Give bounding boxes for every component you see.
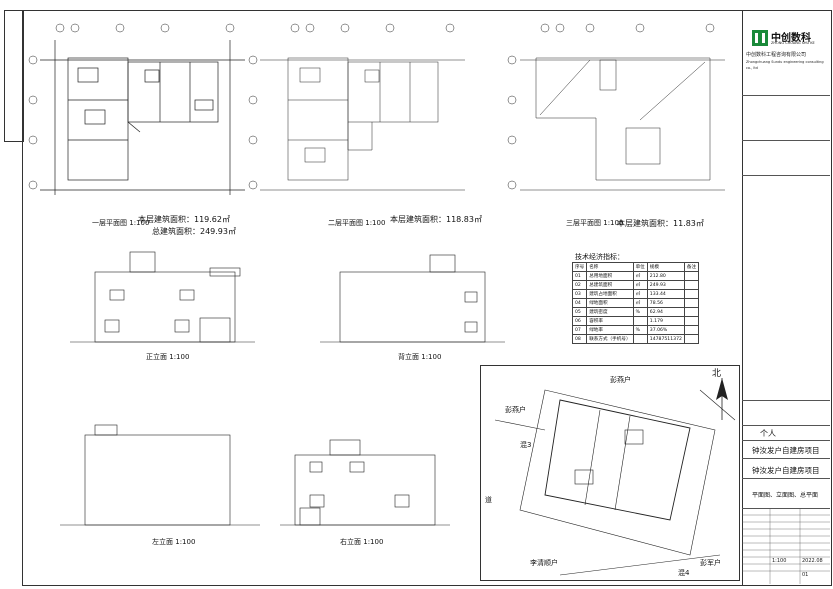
tb-drawing-title: 平面图、立面图、总平面 — [752, 492, 819, 499]
tb-subproject: 钟汝发户自建房项目 — [752, 466, 820, 475]
neighbor-label: 彭燕户 — [610, 376, 631, 384]
site-plan-frame — [480, 365, 740, 581]
elevation-south-caption: 正立面 1:100 — [146, 353, 190, 361]
tb-divider — [742, 400, 830, 401]
logo-subtext: ZHONG CHUANG SHU KE — [771, 41, 815, 45]
neighbor-label: 李清顺户 — [530, 559, 558, 567]
plan-1-caption: 一层平面图 1:100 — [92, 219, 150, 227]
title-block — [742, 10, 832, 586]
area-note-floor2: 本层建筑面积：118.83㎡ — [390, 215, 482, 224]
elevation-north-caption: 背立面 1:100 — [398, 353, 442, 361]
north-arrow-label: 北 — [712, 369, 722, 379]
logo-text: 中创数科 — [771, 33, 811, 44]
tb-scale: 1:100 — [772, 558, 787, 564]
tb-divider — [742, 440, 830, 441]
neighbor-label: 彭燕户 — [505, 406, 526, 414]
area-note-total: 总建筑面积：249.93㎡ — [152, 227, 236, 236]
elevation-west-caption: 右立面 1:100 — [340, 538, 384, 546]
tb-divider — [742, 140, 830, 141]
tb-date: 2022.08 — [802, 558, 823, 564]
elevation-east-caption: 左立面 1:100 — [152, 538, 196, 546]
company-name-en: Zhongchuang Sundu engineering consulting… — [746, 60, 824, 70]
neighbor-label: 混4 — [678, 569, 690, 577]
area-note-floor3: 本层建筑面积：11.83㎡ — [617, 219, 704, 228]
tb-divider — [742, 508, 830, 509]
tb-client: 个人 — [760, 429, 776, 438]
plan-2-caption: 二层平面图 1:100 — [328, 219, 386, 227]
neighbor-label: 道 — [485, 496, 492, 504]
company-logo: 中创数科 ZHONG CHUANG SHU KE — [752, 28, 822, 48]
tb-divider — [742, 478, 830, 479]
tb-divider — [742, 95, 830, 96]
company-name: 中创数科工程咨询有限公司 — [746, 52, 807, 58]
tb-sheet: 01 — [802, 572, 809, 578]
neighbor-label: 混3 — [520, 441, 532, 449]
tb-project: 钟汝发户自建房项目 — [752, 446, 820, 455]
neighbor-label: 彭军户 — [700, 559, 721, 567]
tb-divider — [742, 175, 830, 176]
plan-3-caption: 三层平面图 1:100 — [566, 219, 624, 227]
tb-divider — [742, 425, 830, 426]
tb-divider — [742, 458, 830, 459]
tech-table-title: 技术经济指标： — [575, 253, 624, 261]
logo-icon — [752, 30, 768, 46]
binding-strip — [4, 10, 24, 142]
area-note-floor1: 本层建筑面积：119.62㎡ — [138, 215, 230, 224]
